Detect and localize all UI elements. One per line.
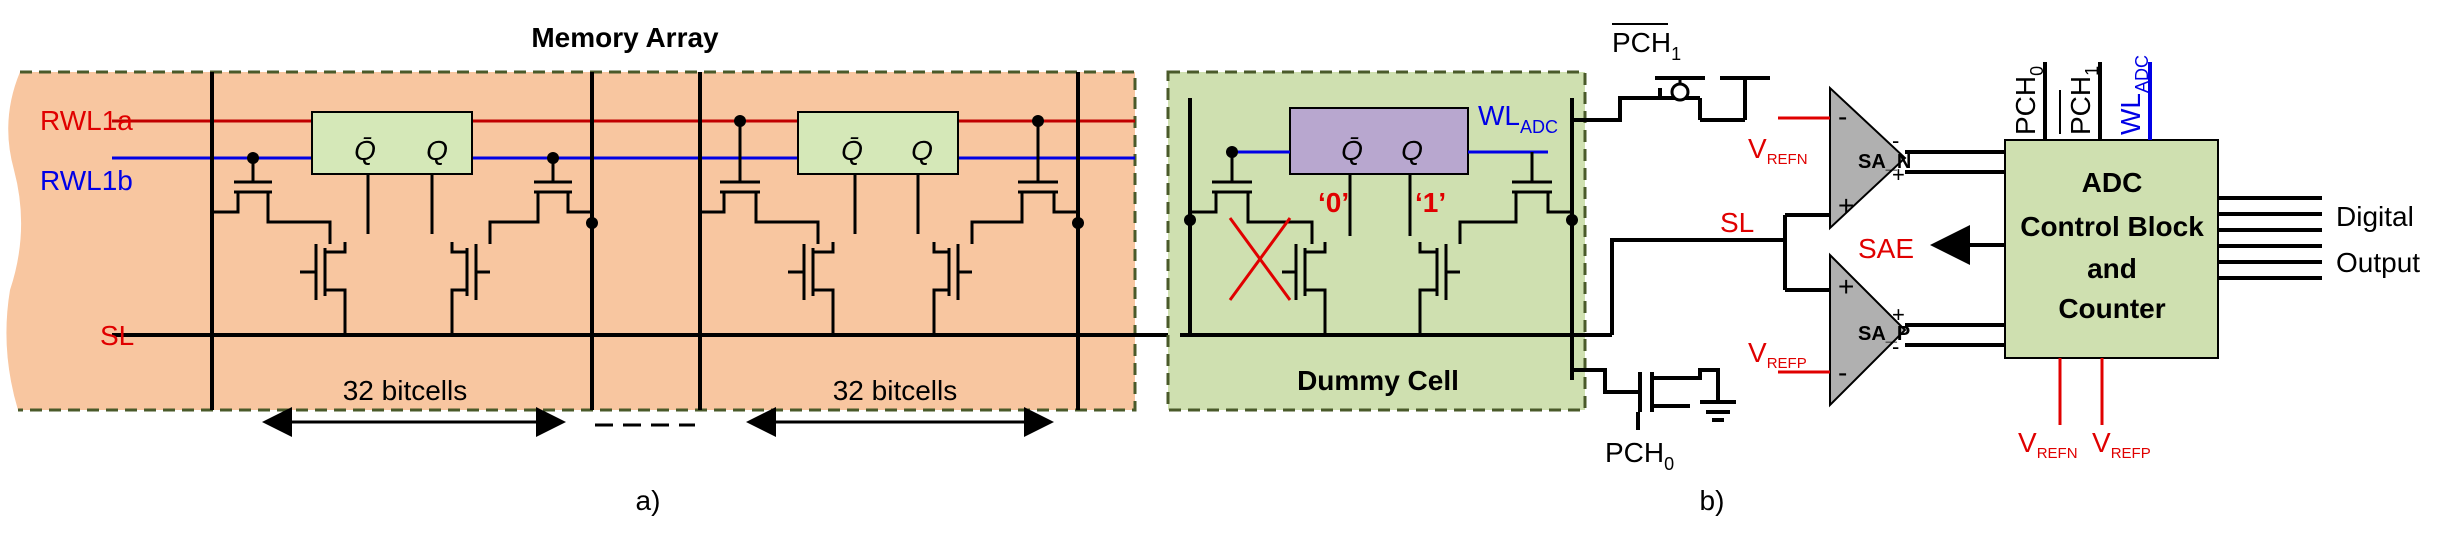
svg-text:-: - [1838, 101, 1847, 132]
digital-label: Digital [2336, 201, 2414, 232]
svg-text:+: + [1892, 162, 1905, 187]
dummy-zero: ‘0’ [1318, 187, 1349, 218]
vrefp-bottom-label: VREFP [2092, 427, 2151, 462]
svg-text:-: - [1892, 128, 1899, 153]
rwl1a-label: RWL1a [40, 105, 133, 136]
ctrl-pch0: PCH0 [2010, 66, 2047, 135]
cell1-qbar: Q̄ [354, 135, 376, 166]
dummy-qbar: Q̄ [1341, 135, 1363, 166]
cell2-qbar: Q̄ [841, 135, 863, 166]
svg-text:-: - [1838, 357, 1847, 388]
svg-text:Control Block: Control Block [2020, 211, 2204, 242]
memory-array-title: Memory Array [531, 22, 719, 53]
caption-b: b) [1700, 485, 1725, 516]
wl-adc-label: WLADC [1478, 100, 1558, 137]
dummy-cell: Q̄ Q ‘0’ ‘1’ WLADC Dummy Cell [1166, 70, 1612, 412]
array-border [18, 70, 1137, 412]
ctrl-pch1: PCH1 [2065, 66, 2102, 135]
bitcell-2: Q̄ Q [700, 111, 1078, 335]
bit-lines [210, 72, 1080, 410]
pch0-bottom-label: PCH0 [1605, 437, 1674, 474]
pch1-top-label: PCH1 [1612, 27, 1681, 64]
sl-b-label: SL [1720, 207, 1754, 238]
array-background [6, 72, 1135, 410]
adc-periphery: PCH1 SL PCH0 - + SA_N - + [1570, 23, 2420, 516]
vrefn-bottom-label: VREFN [2018, 427, 2078, 462]
memory-array: Q̄ Q [6, 22, 1180, 516]
adc-control-block [2004, 139, 2219, 359]
bitcells-right-label: 32 bitcells [833, 375, 958, 406]
ctrl-wl: WLADC [2115, 55, 2152, 135]
dummy-one: ‘1’ [1415, 187, 1446, 218]
dummy-q: Q [1401, 135, 1423, 166]
svg-text:ADC: ADC [2082, 167, 2143, 198]
sl-label: SL [100, 320, 134, 351]
svg-text:SA_P: SA_P [1858, 323, 1910, 345]
rwl1b-label: RWL1b [40, 165, 133, 196]
cell1-q: Q [426, 135, 448, 166]
sa-n-comparator: - + SA_N - + [1778, 85, 1911, 231]
dummy-cell-title: Dummy Cell [1297, 365, 1459, 396]
svg-text:-: - [1892, 334, 1899, 359]
digital-output-bus [2218, 196, 2322, 280]
svg-text:+: + [1892, 302, 1905, 327]
caption-a: a) [636, 485, 661, 516]
output-label: Output [2336, 247, 2420, 278]
vrefn-label: VREFN [1748, 133, 1808, 168]
svg-text:+: + [1838, 271, 1854, 302]
sa-p-comparator: + - SA_P + - [1778, 252, 1910, 408]
svg-text:+: + [1838, 190, 1854, 221]
bitcells-left-label: 32 bitcells [343, 375, 468, 406]
svg-text:and: and [2087, 253, 2137, 284]
svg-text:SA_N: SA_N [1858, 151, 1911, 173]
cell2-q: Q [911, 135, 933, 166]
sae-label: SAE [1858, 233, 1914, 264]
svg-text:Counter: Counter [2058, 293, 2165, 324]
bitcell-1: Q̄ Q [212, 111, 592, 335]
vrefp-label: VREFP [1748, 337, 1807, 372]
